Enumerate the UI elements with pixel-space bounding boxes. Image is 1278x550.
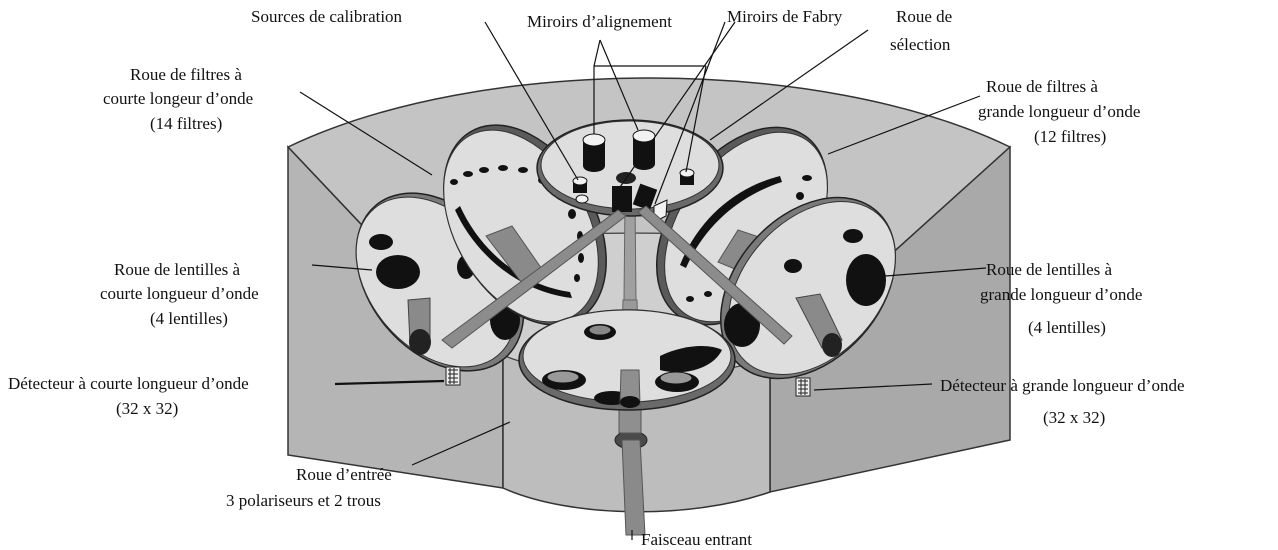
label-lentilles-grande-3: (4 lentilles) xyxy=(1028,318,1106,337)
label-miroirs-fabry: Miroirs de Fabry xyxy=(727,7,843,26)
label-filtres-courte-1: Roue de filtres à xyxy=(130,65,242,84)
label-filtres-grande-2: grande longueur d’onde xyxy=(978,102,1140,121)
label-detecteur-courte-1: Détecteur à courte longueur d’onde xyxy=(8,374,249,393)
label-lentilles-courte-2: courte longueur d’onde xyxy=(100,284,259,303)
label-roue-entree-2: 3 polariseurs et 2 trous xyxy=(226,491,381,510)
label-filtres-grande-3: (12 filtres) xyxy=(1034,127,1106,146)
label-lentilles-courte-3: (4 lentilles) xyxy=(150,309,228,328)
label-roue-entree-1: Roue d’entrée xyxy=(296,465,392,484)
label-sources-calibration: Sources de calibration xyxy=(251,7,403,26)
entrance-wheel xyxy=(519,310,735,410)
label-filtres-courte-2: courte longeur d’onde xyxy=(103,89,253,108)
label-filtres-courte-3: (14 filtres) xyxy=(150,114,222,133)
label-lentilles-grande-2: grande longueur d’onde xyxy=(980,285,1142,304)
label-detecteur-grande-1: Détecteur à grande longueur d’onde xyxy=(940,376,1185,395)
label-filtres-grande-1: Roue de filtres à xyxy=(986,77,1098,96)
label-faisceau: Faisceau entrant xyxy=(641,530,752,549)
label-detecteur-courte-2: (32 x 32) xyxy=(116,399,178,418)
label-lentilles-courte-1: Roue de lentilles à xyxy=(114,260,241,279)
detector-long xyxy=(796,378,810,396)
detector-short xyxy=(446,367,460,385)
label-detecteur-grande-2: (32 x 32) xyxy=(1043,408,1105,427)
label-lentilles-grande-1: Roue de lentilles à xyxy=(986,260,1113,279)
label-roue-selection-2: sélection xyxy=(890,35,951,54)
label-miroirs-alignement: Miroirs d’alignement xyxy=(527,12,672,31)
label-roue-selection-1: Roue de xyxy=(896,7,952,26)
